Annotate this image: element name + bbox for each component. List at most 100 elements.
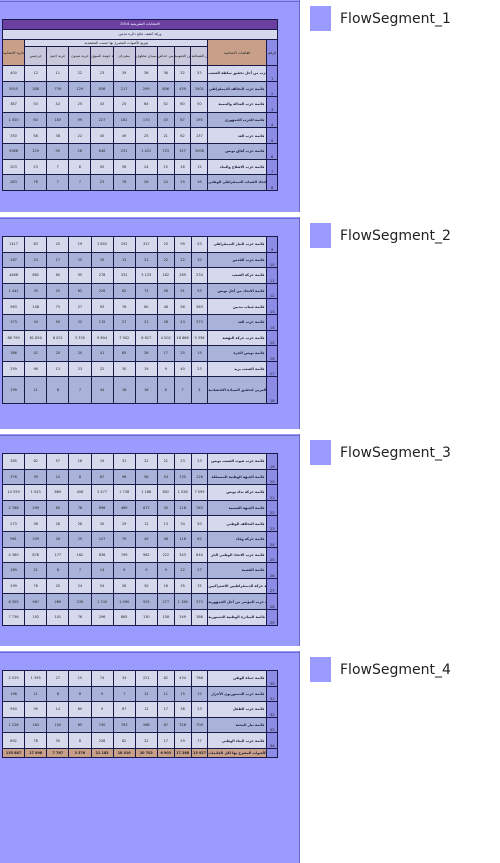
row-value: 34 (173, 515, 192, 532)
row-value: 288 (24, 80, 48, 98)
row-value: 27 (112, 313, 136, 331)
row-total: 385 (1, 453, 26, 470)
row-value: 76 (68, 608, 92, 626)
row-value: 162 (112, 111, 136, 129)
row-value: 222 (156, 546, 175, 564)
row-value: 130 (134, 608, 158, 626)
list-name: قائمة حزب القدس (207, 251, 268, 269)
row-value: 27 (68, 298, 92, 315)
row-value: 836 (90, 546, 114, 564)
row-value: 4 (190, 376, 209, 405)
row-value: 16 886 (173, 329, 192, 347)
row-value: 26 (112, 577, 136, 595)
row-value: 35 (90, 251, 114, 269)
row-value: 9 (134, 562, 158, 579)
row-value: 12 (190, 158, 209, 176)
row-index: 14 (266, 313, 278, 331)
row-value: 74 (90, 670, 114, 687)
row-value: 17 (156, 345, 175, 362)
row-index: 26 (266, 562, 278, 579)
row-value: 162 (68, 546, 92, 564)
row-value: 95 (68, 267, 92, 284)
row-value: 13 (46, 360, 70, 378)
row-value: 101 (46, 608, 70, 626)
total-value: 3 376 (68, 747, 92, 758)
row-value: 28 (68, 142, 92, 160)
row-value: 19 (68, 236, 92, 253)
row-value: 67 (112, 701, 136, 718)
row-value: 82 (112, 732, 136, 749)
row-value: 29 (112, 515, 136, 532)
row-value: 646 (90, 142, 114, 160)
legend-swatch (310, 657, 331, 682)
column-header: جربة حومة السوق (90, 46, 114, 66)
row-value: 61 850 (24, 329, 48, 347)
list-name: قائمة حزب حركة النهضة (207, 329, 268, 347)
row-value: 87 (173, 111, 192, 129)
row-value: 217 (112, 80, 136, 98)
row-value: 11 (24, 376, 48, 405)
column-header: جربة ميدون (68, 46, 92, 66)
legend-swatch (310, 440, 331, 465)
row-value: 24 (134, 158, 158, 176)
row-value: 8 (68, 732, 92, 749)
row-value: 24 (68, 577, 92, 595)
row-total: 267 (1, 251, 26, 269)
list-name: قائمة حزب التحالف الديمقراطي (207, 80, 268, 98)
row-total: 1 228 (1, 716, 26, 734)
row-value: 373 (190, 313, 209, 331)
row-value: 289 (46, 593, 70, 610)
row-index: 22 (266, 499, 278, 517)
row-value: 12 (134, 685, 158, 703)
row-value: 239 (68, 593, 92, 610)
row-value: 709 (190, 716, 209, 734)
row-value: 383 (190, 298, 209, 315)
row-index: 21 (266, 484, 278, 501)
row-value: 23 (90, 65, 114, 82)
row-value: 13 (156, 515, 175, 532)
row-value: 26 (46, 515, 70, 532)
row-value: 95 (46, 142, 70, 160)
row-value: 18 (68, 453, 92, 470)
total-index (266, 747, 278, 758)
row-value: 23 (190, 453, 209, 470)
row-value: 60 (46, 267, 70, 284)
row-value: 406 (68, 484, 92, 501)
row-value: 39 (112, 65, 136, 82)
row-value: 11 (24, 685, 48, 703)
row-value: 43 (90, 96, 114, 113)
row-value: 15 (68, 670, 92, 687)
row-value: 12 (134, 701, 158, 718)
row-value: 331 (112, 267, 136, 284)
list-name: قائمة حزب المؤتمر من أجل الجمهورية (207, 593, 268, 610)
row-value: 25 (68, 96, 92, 113)
row-total: 961 (1, 530, 26, 548)
legend-label: FlowSegment_4 (340, 661, 451, 678)
legend-label: FlowSegment_1 (340, 10, 451, 27)
row-value: 62 (68, 282, 92, 300)
row-total: 2 788 (1, 499, 26, 517)
total-value: 17 268 (173, 747, 192, 758)
row-value: 54 (90, 577, 114, 595)
header-group: توزيع الأصوات المصرح بها حسب المعتمدية (24, 39, 209, 47)
row-value: 20 (46, 345, 70, 362)
row-value: 32 (173, 65, 192, 82)
legend-segment-1: FlowSegment_1 (310, 6, 451, 31)
row-value: 12 (24, 65, 48, 82)
row-value: 99 (173, 236, 192, 253)
row-value: 7 (46, 174, 70, 191)
row-value: 43 (173, 313, 192, 331)
row-value: 3 477 (90, 484, 114, 501)
row-total: 68 799 (1, 329, 26, 347)
row-total: 199 (1, 376, 26, 405)
row-value: 16 (112, 376, 136, 405)
row-value: 41 (90, 345, 114, 362)
